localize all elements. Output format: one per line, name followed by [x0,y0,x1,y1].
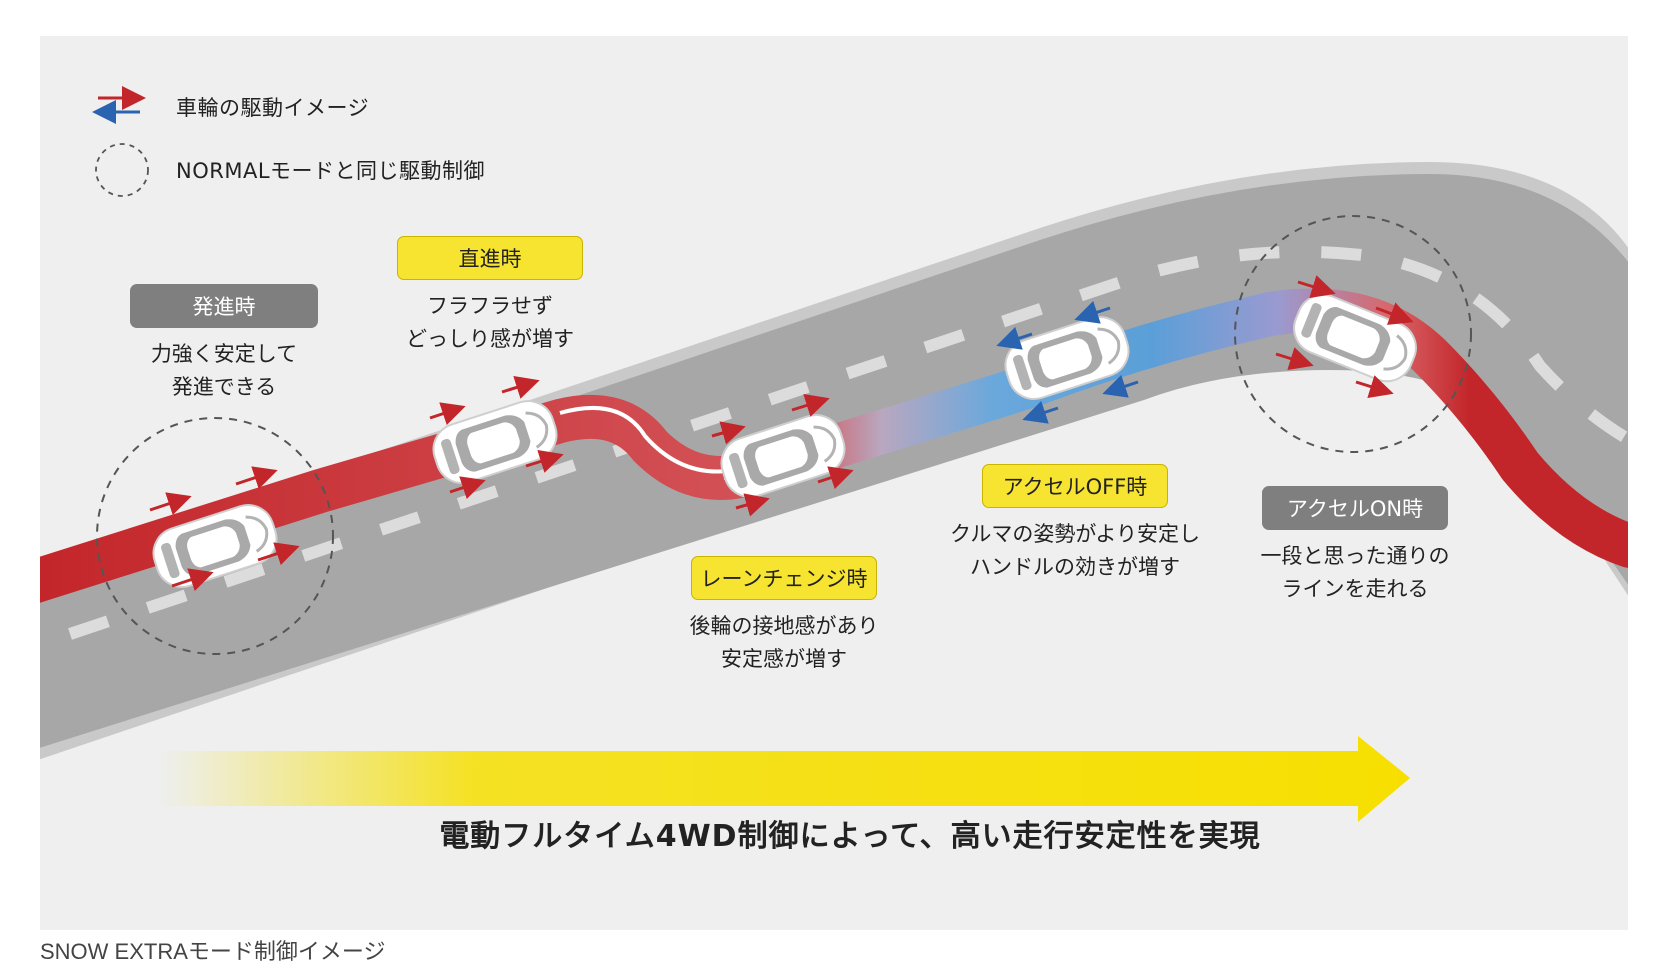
desc-accel-on-line1: 一段と思った通りの [1260,544,1450,568]
desc-lane-change-line2: 安定感が増す [721,647,847,671]
badge-accel-off: アクセルOFF時 [982,464,1168,508]
banner-arrow [160,736,1410,822]
lane-dashes [68,245,1628,640]
diagram-panel: 車輪の駆動イメージ NORMALモードと同じ駆動制御 発進時 力強く安定して 発… [40,36,1628,930]
lane-change-arrow [559,405,729,474]
desc-accel-on: 一段と思った通りの ラインを走れる [1215,540,1495,606]
road-scene [40,86,1628,822]
legend-normal-label: NORMALモードと同じ駆動制御 [176,159,486,183]
desc-start: 力強く安定して 発進できる [100,338,348,404]
wheel-arrows-red [149,275,1414,592]
desc-straight: フラフラせず どっしり感が増す [360,290,620,356]
desc-straight-line2: どっしり感が増す [406,327,574,351]
figure-caption: SNOW EXTRAモード制御イメージ [40,939,386,964]
legend-normal: NORMALモードと同じ駆動制御 [176,155,485,185]
banner-text: 電動フルタイム4WD制御によって、高い走行安定性を実現 [439,819,1261,854]
desc-lane-change-line1: 後輪の接地感があり [689,614,879,638]
legend-drive: 車輪の駆動イメージ [176,92,369,122]
desc-start-line1: 力強く安定して [150,342,298,366]
desc-lane-change: 後輪の接地感があり 安定感が増す [644,610,924,676]
dashed-circle-icon [95,143,149,197]
desc-straight-line1: フラフラせず [427,294,553,318]
drive-path [40,288,1628,603]
desc-accel-off-line1: クルマの姿勢がより安定し [950,522,1200,546]
wheel-arrows-blue [996,300,1139,424]
badge-start: 発進時 [130,284,318,328]
normal-zone-start [96,417,334,655]
badge-lane-change: レーンチェンジ時 [691,556,877,600]
desc-accel-off: クルマの姿勢がより安定し ハンドルの効きが増す [920,518,1230,584]
drive-arrows-icon [92,86,146,124]
badge-straight: 直進時 [397,236,583,280]
legend-drive-label: 車輪の駆動イメージ [176,96,370,120]
badge-accel-on: アクセルON時 [1262,486,1448,530]
desc-accel-on-line2: ラインを走れる [1281,577,1429,601]
desc-start-line2: 発進できる [171,375,277,399]
desc-accel-off-line2: ハンドルの効きが増す [970,555,1180,579]
normal-zone-accel-on [1234,215,1472,453]
